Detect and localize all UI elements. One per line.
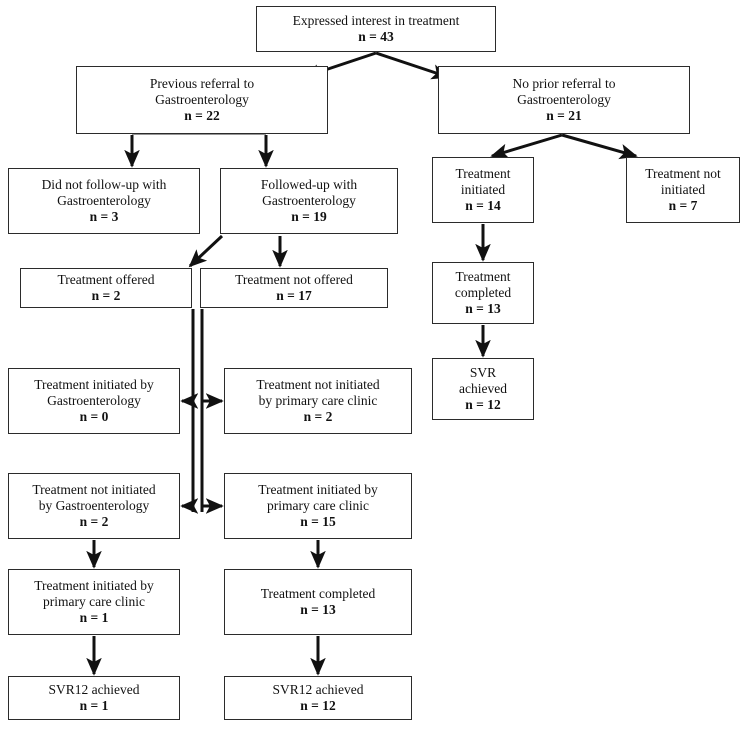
node-count: n = 13 — [300, 602, 336, 617]
node-tx-not-initiated-pcc: Treatment not initiated by primary care … — [224, 368, 412, 434]
node-treatment-completed-right: Treatment completed n = 13 — [432, 262, 534, 324]
node-line: Gastroenterology — [517, 92, 611, 108]
node-line: Treatment not offered — [235, 272, 353, 288]
node-previous-referral: Previous referral to Gastroenterology n … — [76, 66, 328, 134]
node-line: primary care clinic — [267, 498, 369, 514]
node-no-prior-referral: No prior referral to Gastroenterology n … — [438, 66, 690, 134]
node-line: initiated — [460, 182, 506, 198]
node-line: initiated — [660, 182, 706, 198]
node-count: n = 1 — [79, 609, 109, 625]
node-count: n = 12 — [300, 698, 336, 713]
node-count: n = 21 — [546, 107, 582, 123]
node-line: by Gastroenterology — [38, 498, 150, 514]
node-line: Treatment initiated by — [258, 482, 378, 498]
node-line: achieved — [459, 381, 507, 397]
node-line: SVR — [469, 365, 497, 381]
node-count: n = 12 — [465, 396, 501, 412]
node-count: n = 13 — [465, 300, 501, 316]
node-count: n = 2 — [91, 288, 121, 303]
node-line: Treatment offered — [57, 272, 155, 288]
node-followed-up: Followed-up with Gastroenterology n = 19 — [220, 168, 398, 234]
node-treatment-initiated-right: Treatment initiated n = 14 — [432, 157, 534, 223]
node-line: Followed-up with — [260, 177, 358, 193]
node-tx-initiated-pcc: Treatment initiated by primary care clin… — [224, 473, 412, 539]
node-count: n = 19 — [291, 208, 327, 224]
node-count: n = 0 — [79, 408, 109, 424]
node-count: n = 1 — [79, 698, 109, 713]
node-tx-initiated-gastro: Treatment initiated by Gastroenterology … — [8, 368, 180, 434]
node-line: primary care clinic — [43, 594, 145, 610]
node-count: n = 2 — [79, 513, 109, 529]
node-line: Treatment completed — [260, 586, 376, 602]
node-line: Treatment not initiated — [32, 482, 156, 498]
node-line: Gastroenterology — [155, 92, 249, 108]
node-line: SVR12 achieved — [48, 682, 140, 698]
node-line: Treatment not — [645, 166, 721, 182]
edge-no-prior-to-not-initiated — [561, 133, 638, 160]
node-tx-initiated-pcc-2: Treatment initiated by primary care clin… — [8, 569, 180, 635]
node-treatment-not-initiated-right: Treatment not initiated n = 7 — [626, 157, 740, 223]
node-did-not-follow-up: Did not follow-up with Gastroenterology … — [8, 168, 200, 234]
node-svr12-achieved-right: SVR12 achieved n = 12 — [224, 676, 412, 720]
node-line: Treatment not initiated — [256, 377, 380, 393]
node-line: Gastroenterology — [47, 393, 141, 409]
node-line: Previous referral to — [149, 76, 255, 92]
node-expressed-interest: Expressed interest in treatment n = 43 — [256, 6, 496, 52]
node-line: No prior referral to — [512, 76, 616, 92]
node-treatment-offered: Treatment offered n = 2 — [20, 268, 192, 308]
node-tx-not-initiated-gastro: Treatment not initiated by Gastroenterol… — [8, 473, 180, 539]
edge-no-prior-to-initiated — [490, 133, 563, 159]
node-line: Treatment initiated by — [34, 578, 154, 594]
node-count: n = 2 — [303, 408, 333, 424]
node-svr-achieved-right: SVR achieved n = 12 — [432, 358, 534, 420]
node-count: n = 14 — [465, 197, 501, 213]
node-count: n = 3 — [89, 208, 119, 224]
node-line: Treatment — [455, 269, 511, 285]
node-treatment-completed-bottom: Treatment completed n = 13 — [224, 569, 412, 635]
node-line: SVR12 achieved — [272, 682, 364, 698]
node-line: Treatment — [455, 166, 511, 182]
node-line: Treatment initiated by — [34, 377, 154, 393]
node-treatment-not-offered: Treatment not offered n = 17 — [200, 268, 388, 308]
node-line: by primary care clinic — [258, 393, 378, 409]
node-count: n = 43 — [358, 29, 394, 44]
edge-followed-up-to-offered — [188, 234, 224, 268]
node-svr12-achieved-left: SVR12 achieved n = 1 — [8, 676, 180, 720]
node-count: n = 15 — [300, 513, 336, 529]
node-line: Did not follow-up with — [41, 177, 167, 193]
node-count: n = 17 — [276, 288, 312, 303]
node-line: completed — [454, 285, 512, 301]
node-count: n = 22 — [184, 107, 220, 123]
node-line: Gastroenterology — [262, 193, 356, 209]
node-line: Expressed interest in treatment — [292, 13, 460, 29]
node-count: n = 7 — [668, 197, 698, 213]
node-line: Gastroenterology — [57, 193, 151, 209]
